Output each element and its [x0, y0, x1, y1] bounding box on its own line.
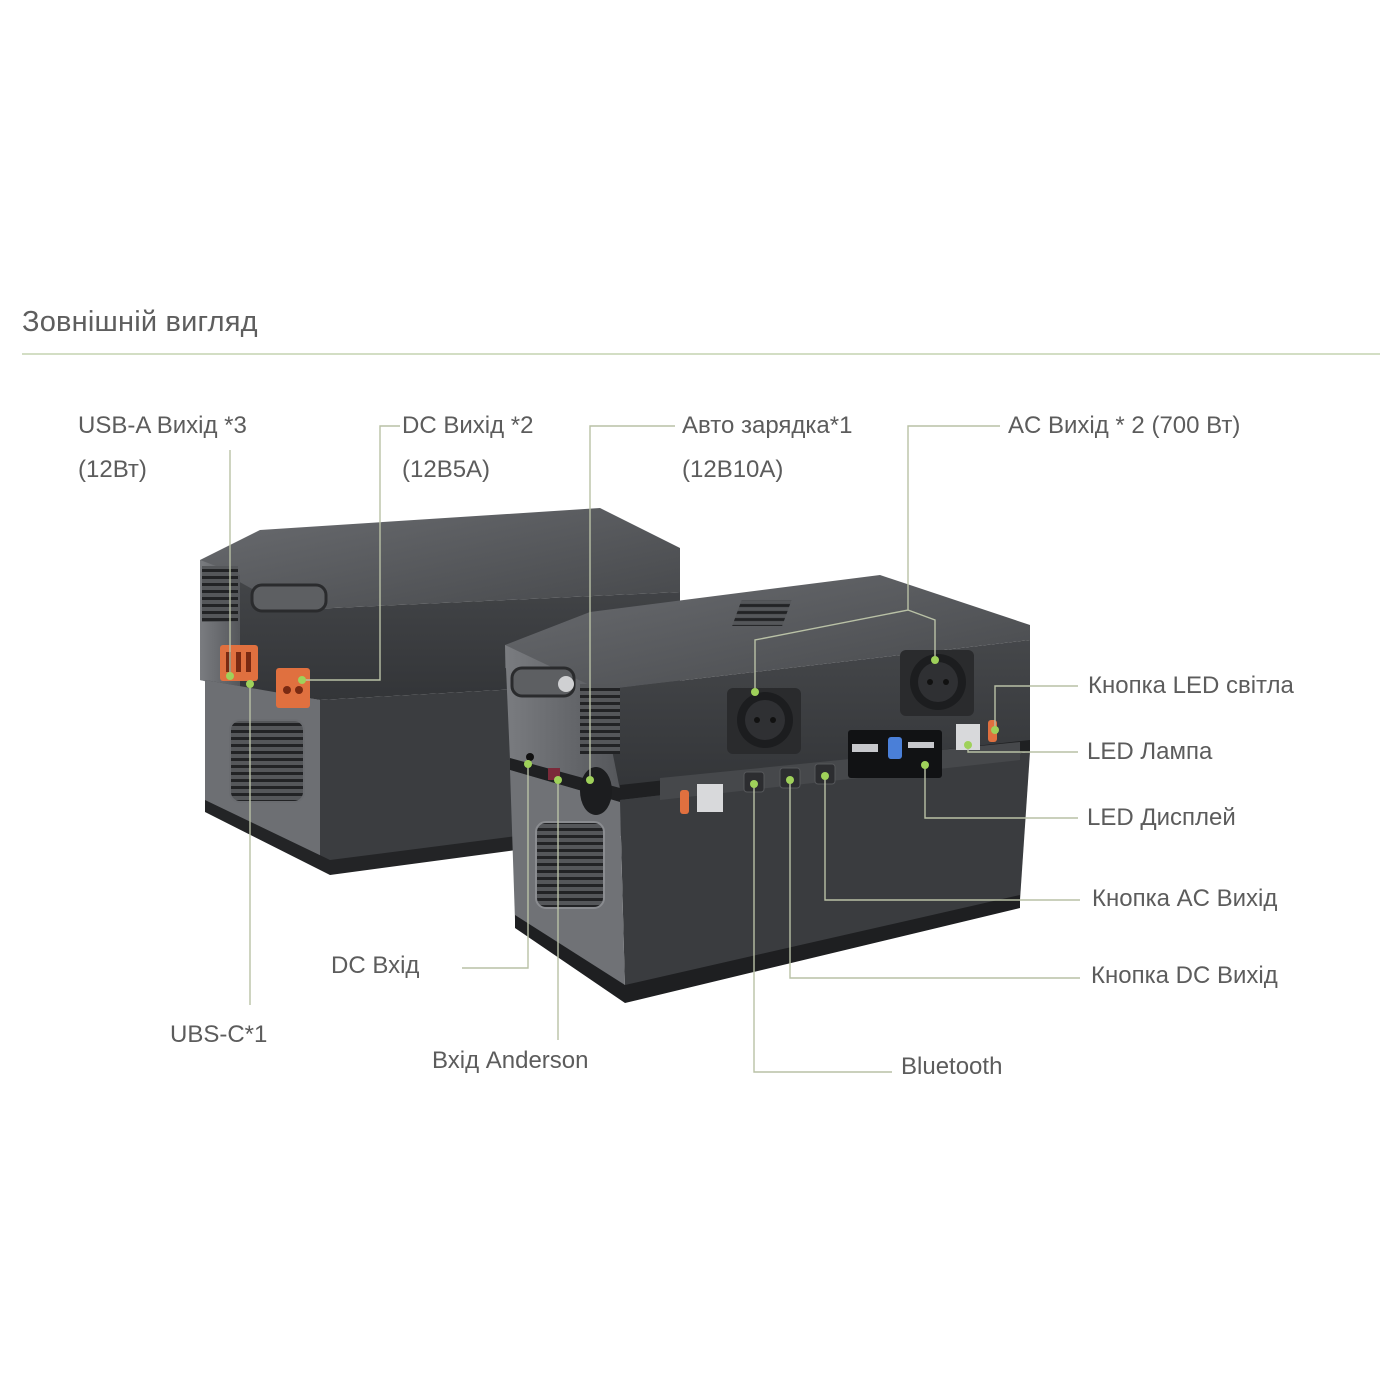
label-led-display: LED Дисплей	[1087, 804, 1236, 831]
label-led-lamp: LED Лампа	[1087, 738, 1213, 765]
label-ac-out-title: AC Вихід * 2 (700 Вт)	[1008, 412, 1241, 439]
label-usb-a: USB-A Вихід *3 (12Вт)	[78, 404, 247, 492]
label-dc-out-title: DC Вихід *2	[402, 412, 534, 439]
ac-socket-2	[900, 650, 974, 716]
leader-lines	[229, 425, 1080, 1073]
label-anderson-in: Вхід Anderson	[432, 1047, 589, 1074]
label-dc-out-spec: (12В5А)	[402, 456, 491, 483]
label-usb-a-title: USB-A Вихід *3	[78, 412, 247, 439]
label-dc-out-button: Кнопка DC Вихід	[1091, 962, 1278, 989]
label-dc-out: DC Вихід *2 (12В5А)	[402, 404, 533, 492]
label-car-charge-spec: (12В10А)	[682, 456, 784, 483]
label-ac-out: AC Вихід * 2 (700 Вт)	[1008, 404, 1240, 448]
label-dc-in: DC Вхід	[331, 952, 420, 979]
label-car-charge: Авто зарядка*1 (12В10А)	[682, 404, 852, 492]
title-divider	[22, 353, 1380, 355]
ac-socket-1	[727, 688, 801, 754]
marker-dots	[226, 656, 999, 788]
label-usb-a-spec: (12Вт)	[78, 456, 147, 483]
back-unit	[200, 508, 680, 875]
label-ac-out-button: Кнопка AC Вихід	[1092, 885, 1278, 912]
label-usb-c: UBS-C*1	[170, 1021, 268, 1048]
label-led-light-button: Кнопка LED світла	[1088, 672, 1294, 699]
page-title: Зовнішній вигляд	[22, 306, 258, 338]
label-bluetooth: Bluetooth	[901, 1053, 1003, 1080]
front-unit	[505, 575, 1030, 1003]
label-car-charge-title: Авто зарядка*1	[682, 412, 853, 439]
